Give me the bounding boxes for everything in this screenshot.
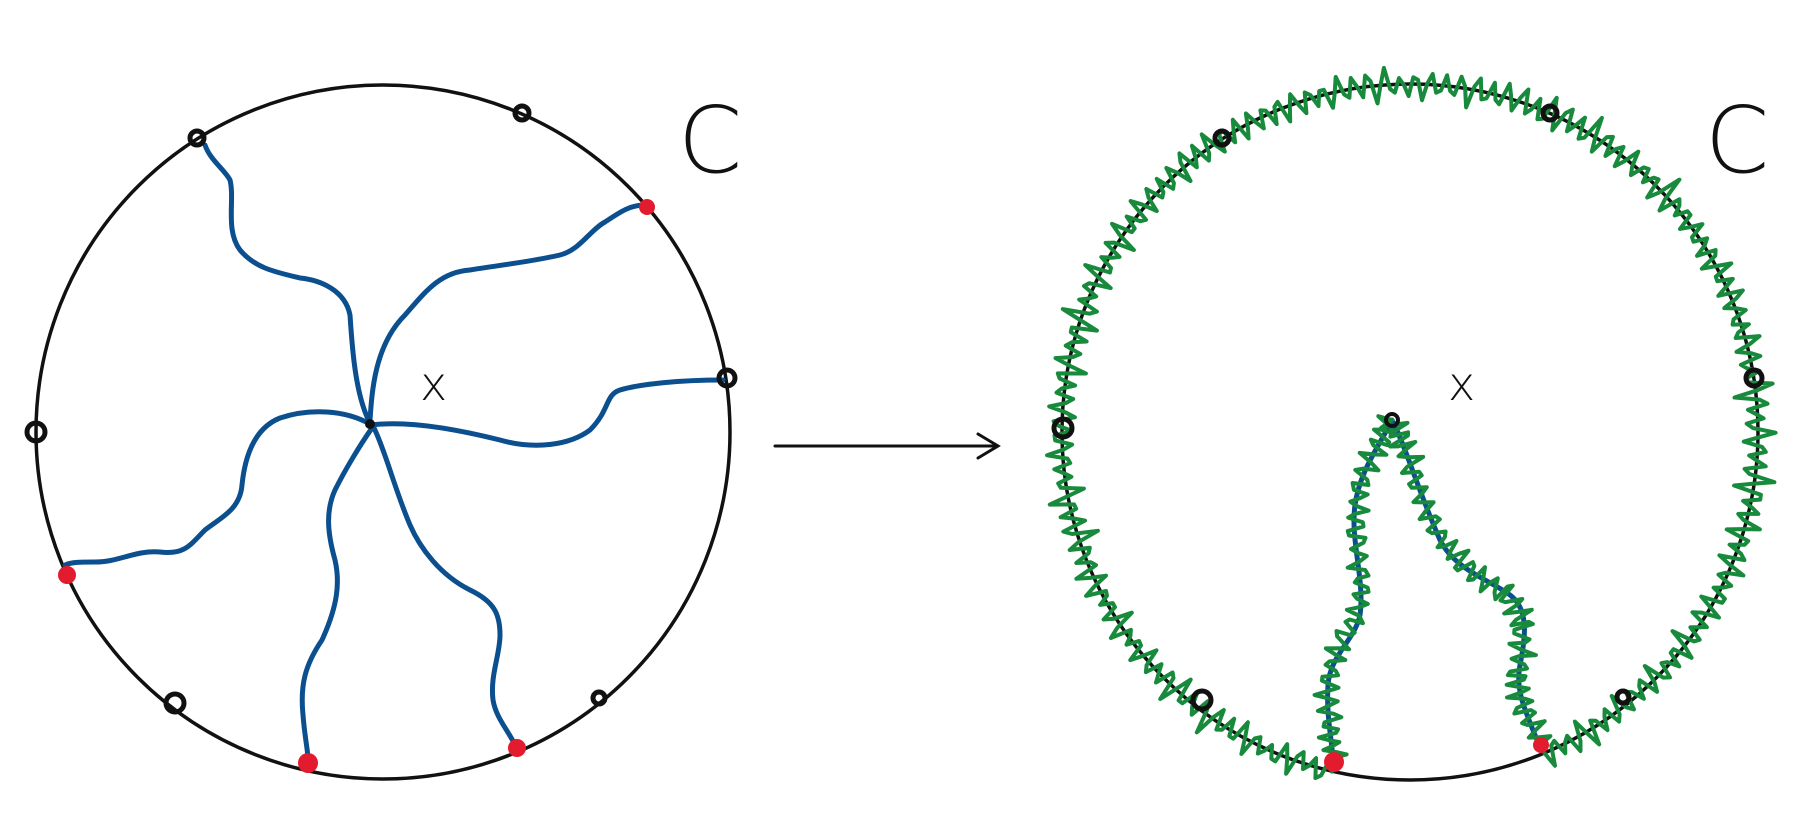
green-trace-along-right-path — [1379, 418, 1553, 749]
left-paths — [62, 142, 726, 763]
path-to-lower-left-red-point — [62, 409, 373, 568]
left-point-right — [716, 367, 738, 389]
right-x-point — [1384, 412, 1400, 428]
path-to-bottom-red-point — [299, 425, 375, 763]
path-to-upper-right-red-point — [367, 202, 648, 423]
right-boundary-points — [1051, 103, 1765, 772]
right-point-top-left — [1212, 128, 1232, 148]
left-boundary-circle — [34, 83, 732, 781]
green-trace-along-left-path — [1312, 414, 1397, 765]
right-green-trace — [1045, 65, 1778, 780]
arrow-head — [976, 432, 1001, 460]
left-point-bottom-left — [163, 691, 187, 715]
left-curve-label: C — [678, 87, 742, 194]
left-point-left — [24, 420, 48, 444]
path-to-top-left-point — [202, 142, 373, 426]
green-trace-boundary — [1045, 65, 1778, 780]
transition-arrow — [773, 432, 1001, 460]
path-to-bottom-right-red-point — [371, 425, 518, 748]
left-red-point-bottom-right — [508, 739, 526, 757]
right-point-bottom-left — [1190, 688, 1214, 712]
left-red-point-bottom — [298, 753, 318, 773]
left-point-top — [512, 103, 532, 123]
left-x-point — [365, 419, 375, 429]
path-to-right-point — [369, 377, 726, 448]
left-point-label: x — [420, 357, 447, 411]
right-point-left — [1051, 416, 1075, 440]
right-red-point-bottom-left — [1324, 752, 1344, 772]
right-point-top — [1540, 103, 1560, 123]
left-red-point-left — [58, 566, 76, 584]
left-boundary-points — [24, 103, 738, 773]
left-point-top-left — [187, 128, 207, 148]
right-path-to-bottom-right-red-point — [1390, 419, 1540, 743]
left-red-point-upper-right — [639, 199, 655, 215]
right-panel: C x — [1045, 65, 1778, 782]
left-panel: C x — [24, 83, 742, 781]
right-red-point-bottom-right — [1533, 737, 1549, 753]
right-point-bottom-right — [1614, 688, 1632, 706]
right-point-label: x — [1448, 357, 1475, 411]
left-point-bottom-right — [590, 689, 608, 707]
right-curve-label: C — [1705, 87, 1769, 194]
right-point-right — [1743, 367, 1765, 389]
